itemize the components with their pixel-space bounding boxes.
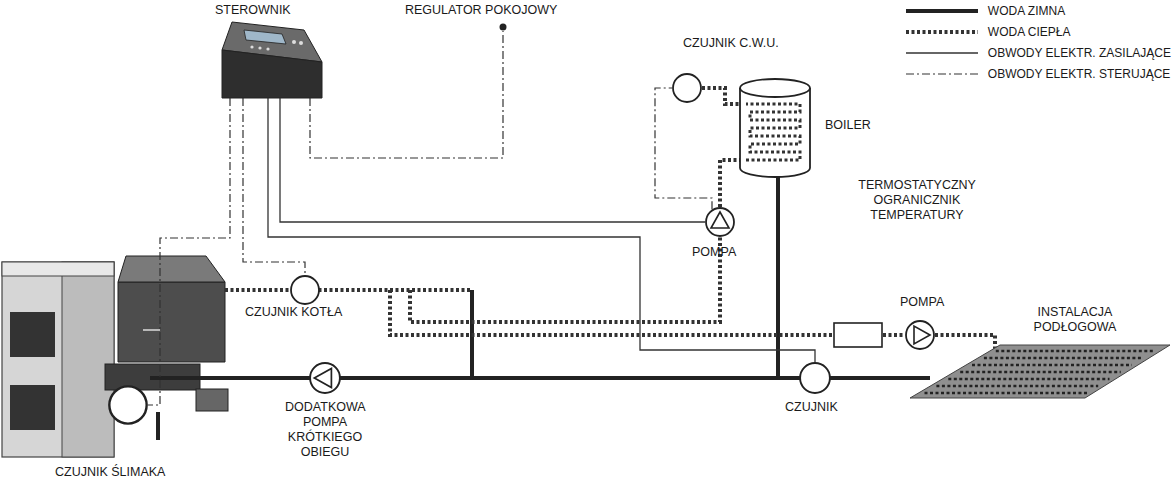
illustration-part — [910, 345, 1170, 398]
illustration-part — [948, 378, 1109, 381]
illustration-part — [143, 329, 160, 331]
illustration-part — [740, 79, 810, 97]
illustration-part — [225, 88, 995, 352]
illustration-part — [500, 24, 507, 31]
illustration-part — [996, 350, 1155, 353]
illustration-part — [109, 386, 146, 423]
legend-row: OBWODY ELEKTR. STERUJĄCE — [906, 63, 1171, 84]
controller-box: STEROWNIK — [200, 0, 330, 100]
illustration-part — [776, 168, 780, 378]
node-label: CZUJNIK — [785, 400, 838, 415]
illustration-part — [740, 88, 810, 177]
illustration-part — [10, 385, 55, 430]
legend: WODA ZIMNA WODA CIEPŁA OBWODY ELEKTR. ZASI… — [906, 0, 1171, 84]
illustration-part — [673, 74, 701, 102]
illustration-part — [258, 46, 261, 49]
illustration-part — [244, 30, 286, 44]
room-regulator: REGULATOR POKOJOWY — [400, 0, 550, 35]
legend-sample — [906, 69, 978, 79]
sensor-circle-shape — [290, 275, 320, 305]
illustration-part — [156, 412, 160, 440]
control-wire — [243, 98, 305, 275]
boiler-tank: BOILER — [738, 78, 878, 178]
limiter-box-shape — [833, 322, 883, 348]
node-label: STEROWNIK — [215, 3, 291, 18]
illustration-part — [936, 385, 1098, 388]
node-label: REGULATOR POKOJOWY — [405, 3, 557, 18]
legend-row: WODA CIEPŁA — [906, 21, 1171, 42]
legend-text: WODA ZIMNA — [988, 4, 1065, 18]
legend-row: WODA ZIMNA — [906, 0, 1171, 21]
illustration-part — [196, 389, 228, 411]
illustration-part — [291, 276, 319, 304]
legend-sample — [906, 6, 978, 16]
illustration-part — [972, 364, 1132, 367]
illustration-part — [914, 326, 930, 344]
illustration-part — [10, 312, 55, 357]
legend-sample — [906, 27, 978, 37]
illustration-part — [250, 45, 253, 48]
illustration-part — [935, 335, 995, 352]
legend-text: OBWODY ELEKTR. STERUJĄCE — [988, 67, 1170, 81]
illustration-part — [2, 262, 114, 457]
illustration-part — [706, 208, 734, 236]
pump-symbol-shape — [309, 362, 341, 394]
sensor-circle: CZUJNIK ŚLIMAKA — [55, 385, 185, 485]
node-label: CZUJNIK C.W.U. — [683, 36, 779, 51]
illustration-part — [118, 256, 225, 282]
illustration-part — [266, 47, 269, 50]
illustration-part — [834, 323, 882, 347]
pump-symbol: POMPA — [688, 205, 748, 267]
illustration-part — [746, 104, 800, 160]
illustration-part — [800, 363, 830, 393]
control-wire — [148, 98, 230, 405]
room-regulator-shape — [499, 23, 507, 31]
illustration-part — [62, 262, 114, 457]
pump-symbol: DODATKOWA POMPA KRÓTKIEGO OBIEGU — [270, 362, 380, 470]
illustration-part — [310, 363, 340, 393]
power-wire — [280, 98, 705, 222]
sensor-circle: CZUJNIK — [775, 362, 865, 422]
illustration-part — [390, 290, 833, 335]
illustration-part — [925, 392, 1088, 395]
illustration-part — [118, 282, 225, 362]
node-label: BOILER — [825, 118, 871, 133]
boiler-tank-shape — [738, 78, 812, 178]
illustration-part — [2, 262, 114, 276]
illustration-part — [222, 50, 322, 98]
node-label: DODATKOWA POMPA KRÓTKIEGO OBIEGU — [285, 400, 365, 460]
sensor-circle: CZUJNIK KOTŁA — [240, 275, 350, 320]
sensor-circle-shape — [108, 385, 148, 425]
illustration-part — [711, 212, 729, 228]
sensor-circle-shape — [672, 73, 702, 103]
legend-sample — [906, 48, 978, 58]
pump-symbol-shape — [705, 207, 735, 237]
controller-box-shape — [222, 20, 322, 98]
legend-row: OBWODY ELEKTR. ZASILAJĄCE — [906, 42, 1171, 63]
illustration-part — [984, 357, 1143, 360]
legend-text: WODA CIEPŁA — [988, 25, 1071, 39]
control-wire — [655, 88, 712, 209]
illustration-part — [410, 237, 720, 322]
illustration-part — [883, 333, 905, 337]
node-label: POMPA — [692, 245, 736, 260]
node-label: TERMOSTATYCZNY OGRANICZNIK TEMPERATURY — [858, 178, 975, 223]
pump-symbol-shape — [905, 320, 935, 350]
sensor-circle-shape — [799, 362, 831, 394]
control-wire — [310, 31, 503, 158]
illustration-part — [299, 41, 303, 45]
node-label: CZUJNIK KOTŁA — [245, 305, 342, 320]
node-label: CZUJNIK ŚLIMAKA — [55, 465, 165, 480]
illustration-part — [314, 368, 331, 387]
floor-heating: INSTALACJA PODŁOGOWA — [905, 300, 1173, 400]
illustration-part — [225, 288, 472, 292]
power-wire — [268, 98, 815, 362]
node-label: INSTALACJA PODŁOGOWA — [1034, 305, 1117, 335]
illustration-part — [906, 321, 934, 349]
pump-symbol: POMPA — [895, 295, 955, 353]
illustration-part — [292, 40, 296, 44]
node-label: POMPA — [900, 295, 944, 310]
illustration-part — [960, 371, 1120, 374]
legend-text: OBWODY ELEKTR. ZASILAJĄCE — [988, 46, 1171, 60]
